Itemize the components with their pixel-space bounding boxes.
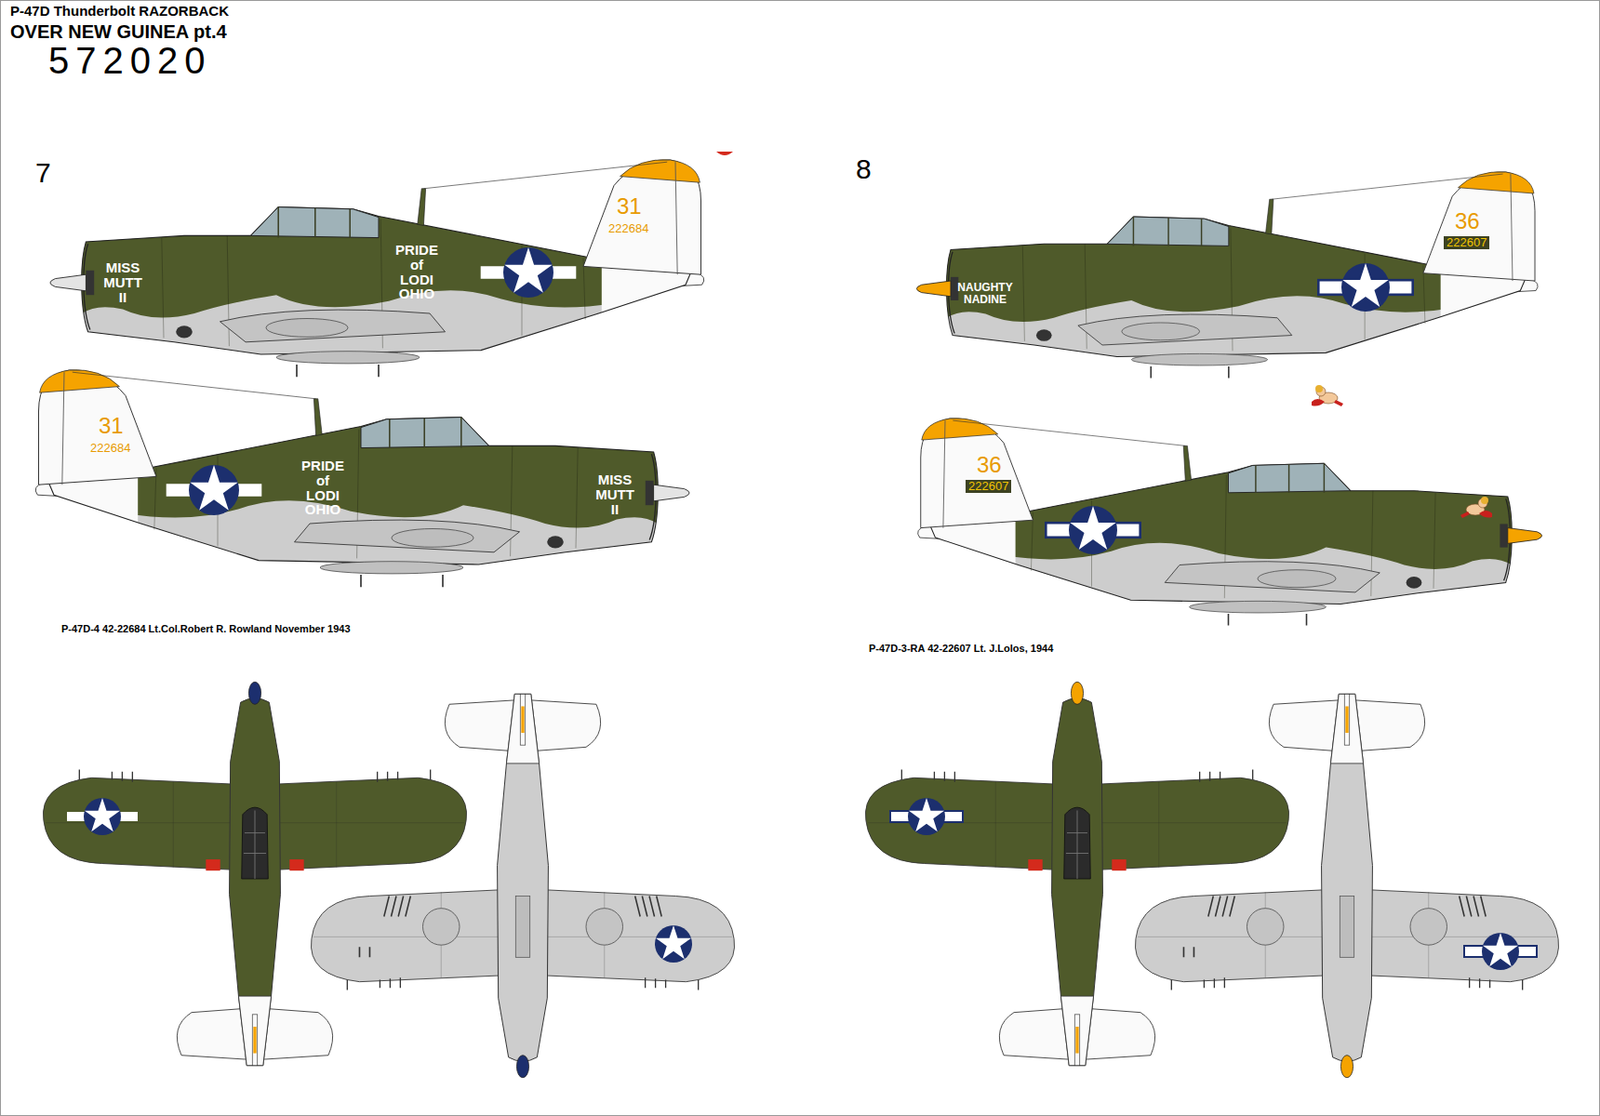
fuselage-name: PRIDE of LODI OHIO	[393, 242, 440, 302]
fuselage-name: PRIDE of LODI OHIO	[299, 458, 347, 518]
nose-art-name: MISS MUTT II	[101, 260, 145, 305]
red-mark	[716, 151, 734, 156]
caption: P-47D-4 42-22684 Lt.Col.Robert R. Rowlan…	[61, 624, 351, 636]
kit-number: 572020	[48, 40, 212, 80]
serial-number: 222607	[1443, 236, 1490, 250]
sheet-title: P-47D Thunderbolt RAZORBACK	[10, 3, 229, 19]
subtitle: OVER NEW GUINEA pt.4	[10, 22, 227, 42]
serial-number: 222684	[608, 222, 649, 236]
bottom-view	[310, 693, 734, 1078]
side-profile	[918, 418, 1551, 627]
side-profile	[35, 370, 699, 587]
underside-details	[359, 896, 686, 959]
serial-number: 222607	[965, 480, 1012, 494]
profile-number: 7	[35, 158, 52, 188]
national-insignia	[1463, 933, 1538, 971]
national-insignia	[654, 925, 693, 963]
side-profile	[907, 172, 1538, 379]
profile-number: 8	[855, 154, 872, 185]
nose-art-name: MISS MUTT II	[593, 472, 637, 517]
pinup-art	[1460, 496, 1493, 519]
canopy	[205, 807, 304, 880]
national-insignia	[1317, 263, 1414, 312]
aircraft-number: 36	[1454, 209, 1480, 233]
underside-details	[1183, 896, 1510, 959]
caption: P-47D-3-RA 42-22607 Lt. J.Lolos, 1944	[868, 643, 1054, 655]
aircraft-number: 31	[616, 194, 642, 218]
side-profile	[40, 160, 705, 377]
bottom-view	[1134, 693, 1559, 1078]
aircraft-number: 36	[976, 453, 1002, 477]
serial-number: 222684	[90, 441, 131, 455]
national-insignia	[1044, 506, 1142, 555]
national-insignia	[889, 798, 964, 836]
pinup-art	[1311, 385, 1344, 407]
nose-art-name: NAUGHTY NADINE	[955, 281, 1015, 306]
national-insignia	[480, 247, 577, 298]
national-insignia	[66, 798, 138, 836]
top-view	[865, 681, 1289, 1066]
canopy	[1027, 807, 1126, 880]
national-insignia	[166, 465, 263, 516]
top-view	[42, 681, 467, 1066]
aircraft-number: 31	[98, 413, 124, 438]
